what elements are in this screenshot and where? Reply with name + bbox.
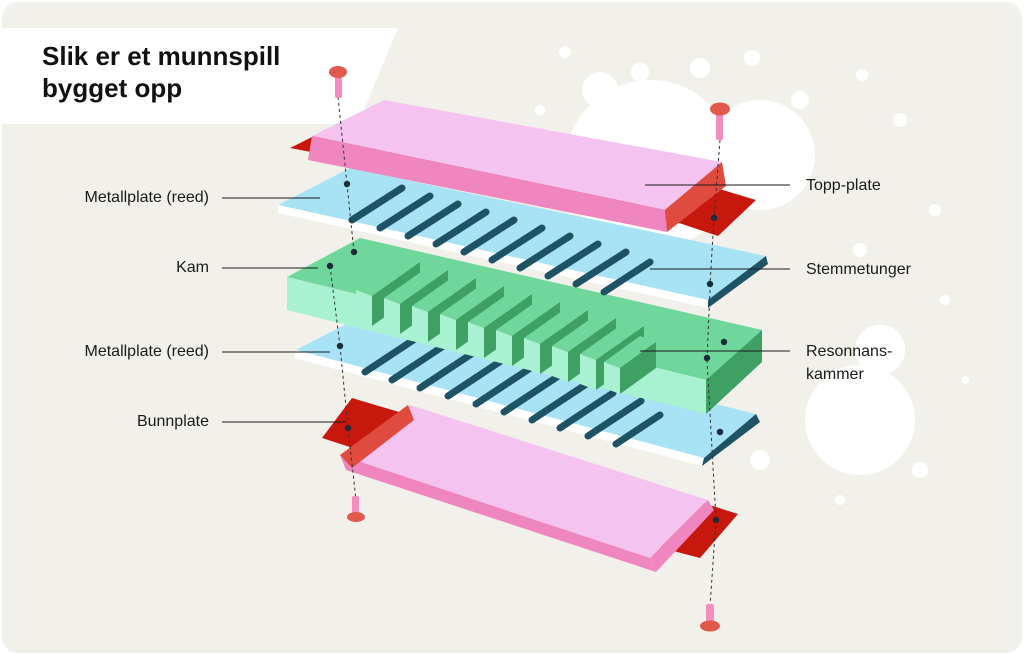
label-metallplate-top: Metallplate (reed) <box>84 189 210 206</box>
screw-guide-lines <box>329 96 721 607</box>
label-kam: Kam <box>176 259 209 276</box>
label-stemmetunger: Stemmetunger <box>806 261 911 278</box>
lower-reed-right-edge <box>702 414 760 466</box>
bottom-plate-front-edge <box>340 455 656 572</box>
label-resonans-line-2: kammer <box>806 366 864 383</box>
top-plate-front-face <box>308 136 667 232</box>
top-plate-side-face <box>665 162 726 232</box>
title-line-2: bygget opp <box>42 73 183 103</box>
bottom-plate <box>322 398 738 572</box>
comb <box>287 238 762 414</box>
upper-reed-plate <box>278 168 768 308</box>
comb-teeth <box>356 256 656 394</box>
bottom-plate-side-face <box>340 405 414 468</box>
lower-reed-slots <box>361 333 664 448</box>
screw-bottom-right <box>700 604 720 632</box>
bottom-plate-top-face <box>340 405 708 558</box>
label-bunnplate: Bunnplate <box>136 413 209 430</box>
lower-reed-top-face <box>296 316 756 458</box>
upper-reed-slots <box>348 184 654 296</box>
lower-reed-plate <box>294 316 760 466</box>
screw-top-right <box>710 102 730 140</box>
diagram-title: Slik er et munnspill bygget opp <box>42 40 342 104</box>
bottom-plate-right-edge <box>650 500 714 572</box>
screw-bottom-left <box>347 496 365 522</box>
leader-lines <box>222 184 790 423</box>
top-plate-top-face <box>312 100 722 210</box>
screw-top-left <box>329 66 347 98</box>
label-metallplate-bottom: Metallplate (reed) <box>84 343 210 360</box>
top-plate <box>290 100 756 236</box>
label-topp-plate: Topp-plate <box>806 177 881 194</box>
title-line-1: Slik er et munnspill <box>42 41 281 71</box>
title-banner <box>2 28 398 124</box>
label-resonans-line-1: Resonnans- <box>806 343 893 360</box>
